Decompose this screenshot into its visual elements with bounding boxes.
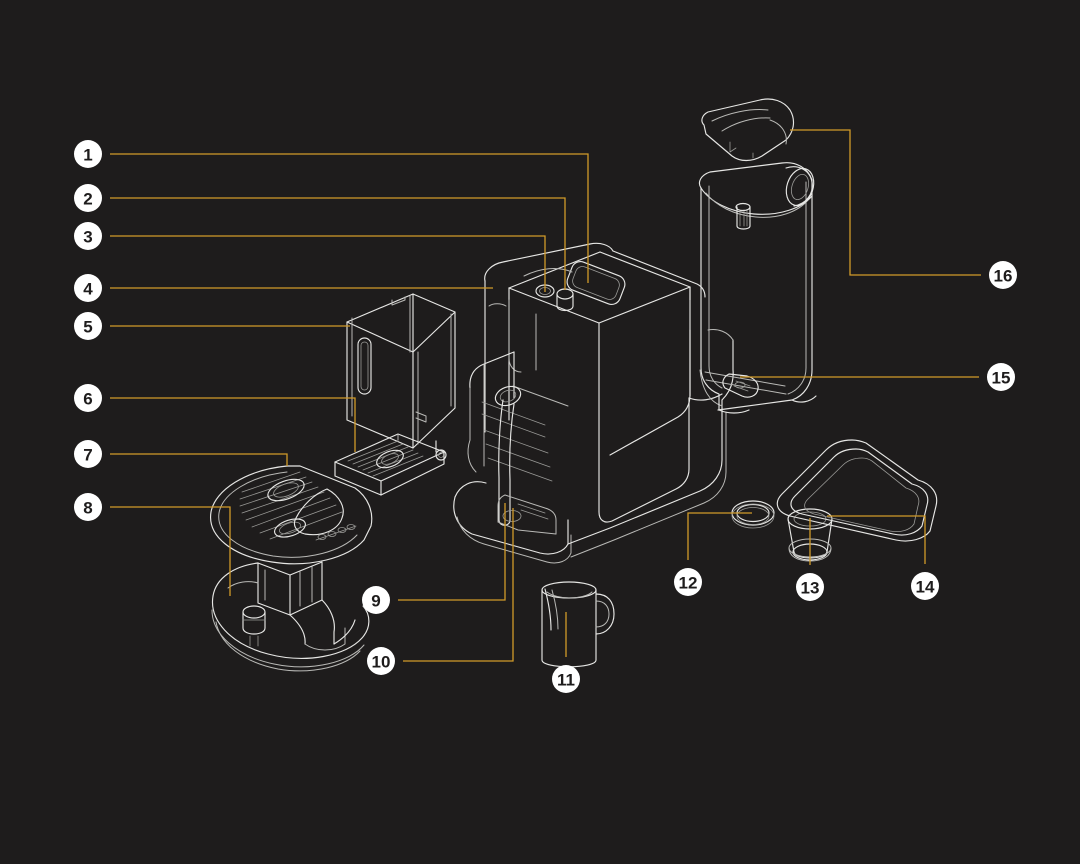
leader-lines bbox=[110, 129, 981, 662]
callout-number-2: 2 bbox=[83, 190, 92, 209]
callout-number-1: 1 bbox=[83, 146, 92, 165]
callout-marker-16[interactable]: 16 bbox=[989, 261, 1017, 289]
callout-circle-11 bbox=[552, 665, 580, 693]
callout-circle-14 bbox=[911, 572, 939, 600]
leader-line-16 bbox=[790, 129, 981, 276]
callout-number-15: 15 bbox=[992, 369, 1011, 388]
callout-circle-15 bbox=[987, 363, 1015, 391]
capsule-container bbox=[346, 293, 456, 449]
callout-circle-5 bbox=[74, 312, 102, 340]
callout-marker-11[interactable]: 11 bbox=[552, 665, 580, 693]
callout-number-4: 4 bbox=[83, 280, 93, 299]
callout-marker-15[interactable]: 15 bbox=[987, 363, 1015, 391]
callout-number-11: 11 bbox=[557, 671, 575, 690]
leader-line-12 bbox=[687, 512, 752, 560]
callout-circle-13 bbox=[796, 573, 824, 601]
milk-jug bbox=[541, 581, 615, 668]
callout-number-8: 8 bbox=[83, 499, 92, 518]
callout-number-14: 14 bbox=[916, 578, 935, 597]
water-tank-lid bbox=[701, 98, 795, 162]
leader-line-6 bbox=[110, 397, 356, 452]
callout-marker-2[interactable]: 2 bbox=[74, 184, 102, 212]
callout-circle-1 bbox=[74, 140, 102, 168]
callout-marker-7[interactable]: 7 bbox=[74, 440, 102, 468]
leader-line-14 bbox=[827, 515, 926, 564]
small-drip-grid bbox=[334, 433, 447, 496]
callout-circle-3 bbox=[74, 222, 102, 250]
callout-number-6: 6 bbox=[83, 390, 92, 409]
control-panel bbox=[523, 261, 626, 312]
callout-number-5: 5 bbox=[83, 318, 92, 337]
leader-line-2 bbox=[110, 197, 566, 290]
leader-line-3 bbox=[110, 235, 546, 292]
callout-circle-16 bbox=[989, 261, 1017, 289]
callout-circle-10 bbox=[367, 647, 395, 675]
callout-number-9: 9 bbox=[371, 592, 380, 611]
tank-latch bbox=[722, 373, 759, 398]
callout-circle-12 bbox=[674, 568, 702, 596]
callout-marker-10[interactable]: 10 bbox=[367, 647, 395, 675]
machine-body bbox=[453, 242, 734, 564]
callout-number-3: 3 bbox=[83, 228, 92, 247]
callout-circle-4 bbox=[74, 274, 102, 302]
callout-circle-2 bbox=[74, 184, 102, 212]
callout-circle-9 bbox=[362, 586, 390, 614]
callout-marker-13[interactable]: 13 bbox=[796, 573, 824, 601]
callout-circle-6 bbox=[74, 384, 102, 412]
leader-line-1 bbox=[110, 153, 589, 283]
large-drip-tray bbox=[210, 465, 373, 565]
callout-marker-9[interactable]: 9 bbox=[362, 586, 390, 614]
callout-number-12: 12 bbox=[679, 574, 698, 593]
sealing-ring bbox=[731, 500, 775, 529]
leader-line-9 bbox=[398, 503, 506, 601]
used-capsule-container bbox=[211, 561, 370, 672]
callout-number-16: 16 bbox=[994, 267, 1013, 286]
callout-marker-12[interactable]: 12 bbox=[674, 568, 702, 596]
callout-marker-8[interactable]: 8 bbox=[74, 493, 102, 521]
leader-line-10 bbox=[403, 508, 514, 662]
capsule-tray bbox=[776, 439, 938, 542]
callout-number-13: 13 bbox=[801, 579, 820, 598]
callout-marker-6[interactable]: 6 bbox=[74, 384, 102, 412]
callout-marker-1[interactable]: 1 bbox=[74, 140, 102, 168]
water-tank bbox=[698, 162, 817, 414]
callout-marker-3[interactable]: 3 bbox=[74, 222, 102, 250]
callout-marker-14[interactable]: 14 bbox=[911, 572, 939, 600]
callout-circle-7 bbox=[74, 440, 102, 468]
callout-marker-5[interactable]: 5 bbox=[74, 312, 102, 340]
leader-line-7 bbox=[110, 453, 288, 466]
callout-number-7: 7 bbox=[83, 446, 92, 465]
callout-circle-8 bbox=[74, 493, 102, 521]
leader-line-8 bbox=[110, 506, 231, 596]
callout-number-10: 10 bbox=[372, 653, 391, 672]
callout-marker-4[interactable]: 4 bbox=[74, 274, 102, 302]
